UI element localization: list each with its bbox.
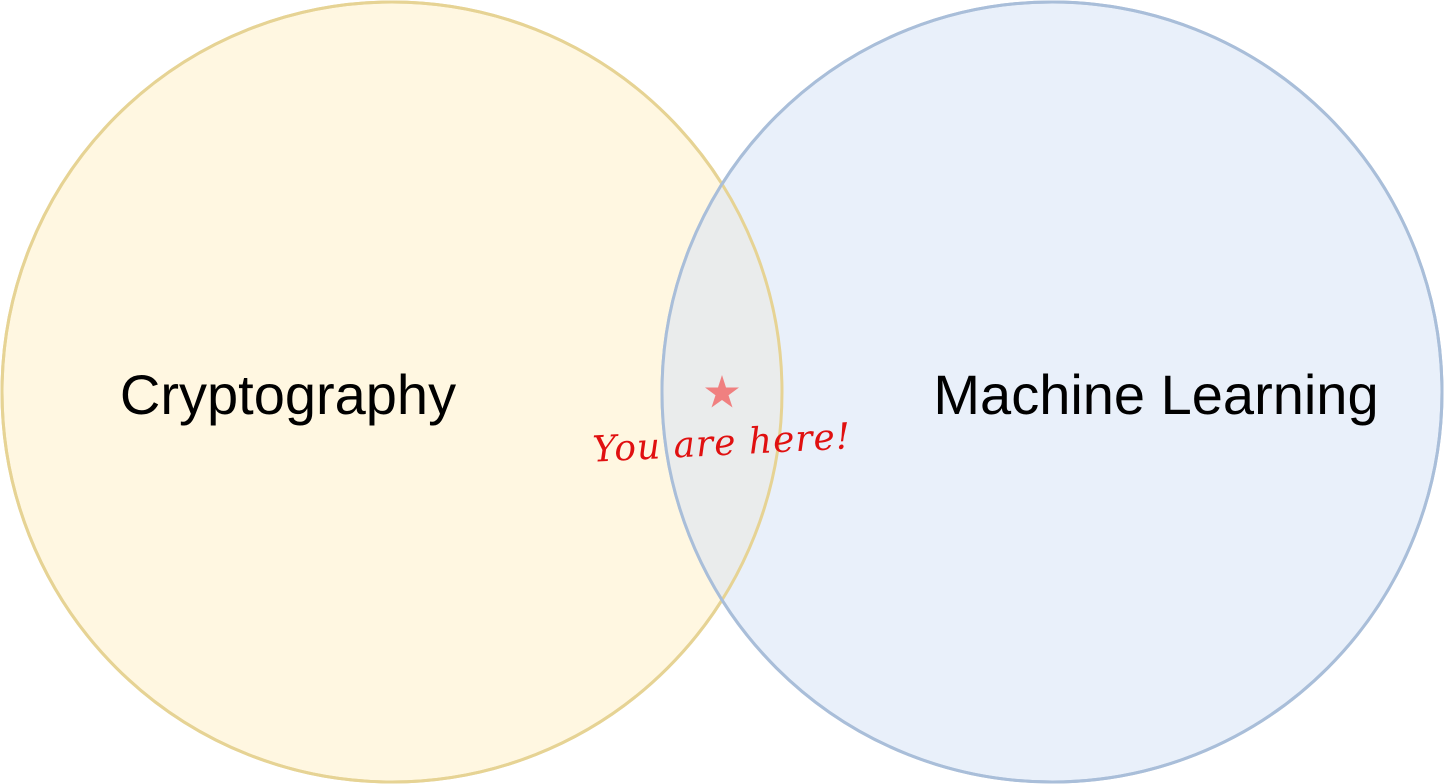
machine-learning-circle-outline (660, 0, 1444, 784)
star-icon (705, 375, 739, 408)
cryptography-circle-outline (0, 0, 784, 784)
machine-learning-label: Machine Learning (933, 363, 1378, 426)
cryptography-label: Cryptography (120, 363, 456, 426)
